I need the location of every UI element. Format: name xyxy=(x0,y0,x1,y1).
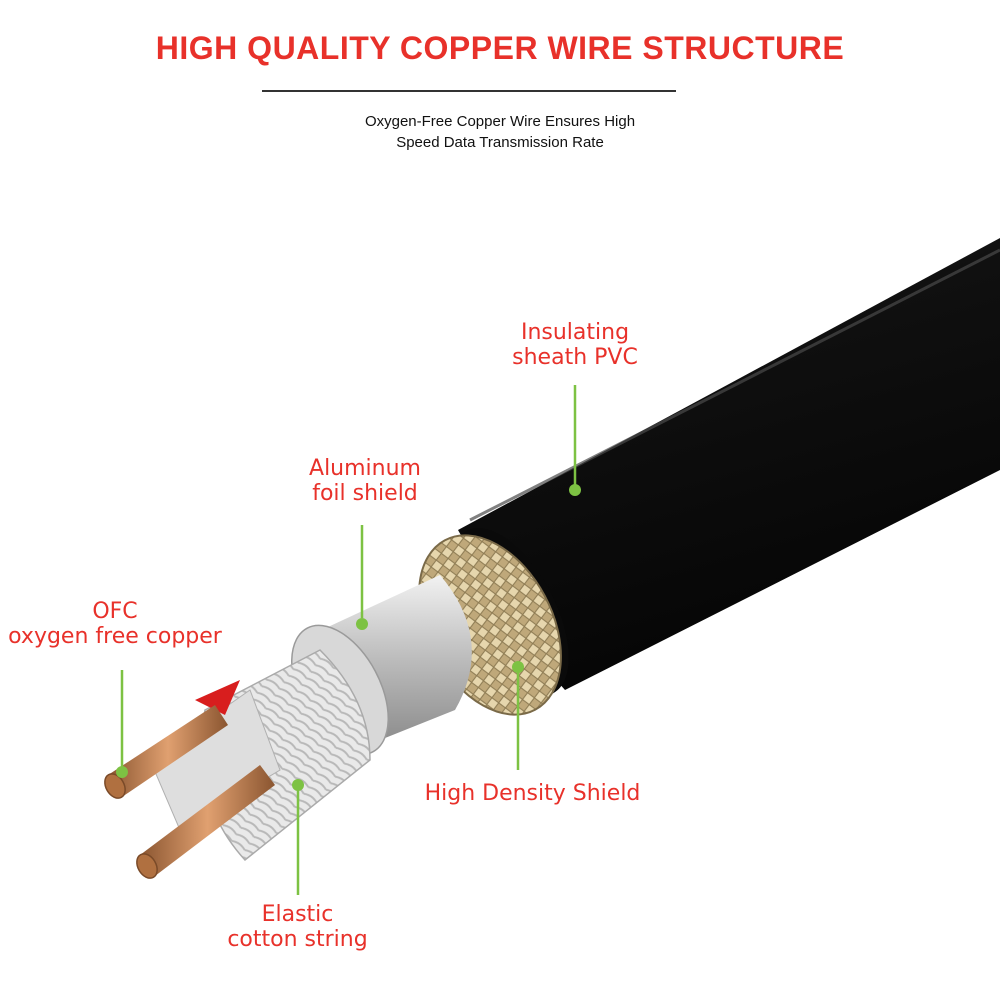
label-ofc-line-2: oxygen free copper xyxy=(8,624,222,649)
label-elastic-cotton: Elastic cotton string xyxy=(220,902,375,952)
page-title: HIGH QUALITY COPPER WIRE STRUCTURE xyxy=(155,30,845,66)
label-elastic-line-2: cotton string xyxy=(227,927,368,952)
label-elastic-line-1: Elastic xyxy=(261,902,334,927)
label-aluminum-foil: Aluminum foil shield xyxy=(290,456,440,506)
label-high-density-shield: High Density Shield xyxy=(424,781,641,806)
label-insulating-line-2: sheath PVC xyxy=(512,345,638,370)
subtitle-line-1: Oxygen-Free Copper Wire Ensures High xyxy=(364,113,636,130)
label-aluminum-line-1: Aluminum xyxy=(309,456,421,481)
copper-conductors xyxy=(104,705,275,879)
label-ofc-line-1: OFC xyxy=(92,599,138,624)
label-insulating-sheath: Insulating sheath PVC xyxy=(500,320,650,370)
title-divider xyxy=(262,90,676,92)
label-aluminum-line-2: foil shield xyxy=(312,481,418,506)
subtitle: Oxygen-Free Copper Wire Ensures High Spe… xyxy=(0,111,1000,153)
label-insulating-line-1: Insulating xyxy=(520,320,630,345)
subtitle-line-2: Speed Data Transmission Rate xyxy=(396,134,604,151)
label-ofc: OFC oxygen free copper xyxy=(0,599,230,649)
leader-lines xyxy=(116,385,581,895)
